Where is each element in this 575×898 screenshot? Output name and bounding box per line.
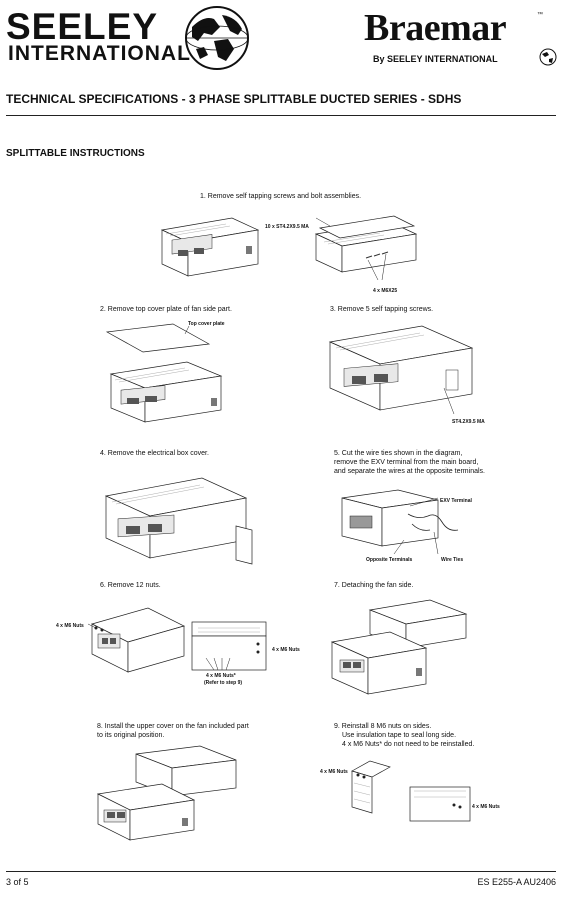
callout-bolts-4: 4 x M6X25 [373, 288, 398, 294]
step-4-diagram [104, 477, 253, 565]
step-5-text-line2: remove the EXV terminal from the main bo… [334, 459, 479, 466]
section-heading: SPLITTABLE INSTRUCTIONS [6, 148, 145, 159]
step-1-text: 1. Remove self tapping screws and bolt a… [200, 193, 362, 200]
header-divider [6, 115, 556, 116]
callout-m6-nuts-d: 4 x M6 Nuts [472, 804, 500, 810]
step-2-diagram [105, 323, 223, 423]
step-7-diagram [330, 599, 468, 695]
step-9-text-line1: 9. Reinstall 8 M6 nuts on sides. [334, 723, 432, 730]
trademark-symbol: ™ [537, 12, 543, 18]
callout-wire-ties: Wire Ties [441, 557, 464, 563]
step-3-diagram [328, 325, 474, 415]
step-8-text-line2: to its original position. [97, 732, 165, 739]
step-3-text: 3. Remove 5 self tapping screws. [330, 306, 434, 313]
step-1-unit-diagram [160, 217, 260, 277]
step-7-text: 7. Detaching the fan side. [334, 582, 414, 589]
page-title: TECHNICAL SPECIFICATIONS - 3 PHASE SPLIT… [6, 92, 462, 106]
page-number: 3 of 5 [6, 877, 29, 887]
braemar-by-seeley-text: By SEELEY INTERNATIONAL [373, 54, 498, 64]
step-5-text-line1: 5. Cut the wire ties shown in the diagra… [334, 450, 463, 457]
callout-top-cover-plate: Top cover plate [188, 321, 225, 327]
callout-opposite-terminals: Opposite Terminals [366, 557, 413, 563]
callout-screws-st: ST4.2X9.5 MA [452, 419, 485, 425]
callout-m6-nuts-b: 4 x M6 Nuts [272, 647, 300, 653]
step-6-front-diagram [191, 621, 267, 671]
step-8-diagram [96, 745, 237, 841]
small-globe-logo-icon [539, 48, 557, 66]
step-1-screws-diagram [314, 215, 418, 281]
braemar-logo-text: Braemar [364, 7, 507, 49]
document-code: ES E255-A AU2406 [477, 877, 556, 887]
step-6-unit-diagram [87, 607, 185, 673]
callout-screws-10: 10 x ST4.2X9.5 MA [265, 224, 309, 230]
step-8-text-line1: 8. Install the upper cover on the fan in… [97, 723, 249, 730]
globe-logo-icon [185, 6, 249, 70]
callout-m6-nuts-a: 4 x M6 Nuts [56, 623, 84, 629]
step-9-text-line2: Use insulation tape to seal long side. [342, 732, 457, 739]
step-9-text-line3: 4 x M6 Nuts* do not need to be reinstall… [342, 741, 475, 748]
callout-m6-nuts-star: 4 x M6 Nuts* [206, 673, 236, 679]
step-5-diagram [341, 489, 459, 555]
step-9-diagram [351, 760, 471, 822]
step-6-text: 6. Remove 12 nuts. [100, 582, 161, 589]
step-2-text: 2. Remove top cover plate of fan side pa… [100, 306, 232, 313]
callout-exv-terminal: EXV Terminal [440, 498, 472, 504]
callout-refer-step-9: (Refer to step 9) [204, 680, 243, 686]
footer-divider [6, 871, 556, 872]
step-4-text: 4. Remove the electrical box cover. [100, 450, 209, 457]
step-5-text-line3: and separate the wires at the opposite t… [334, 468, 485, 475]
seeley-logo-text: SEELEY [6, 6, 158, 47]
callout-m6-nuts-c: 4 x M6 Nuts [320, 769, 348, 775]
seeley-logo-subtext: INTERNATIONAL [8, 42, 191, 65]
